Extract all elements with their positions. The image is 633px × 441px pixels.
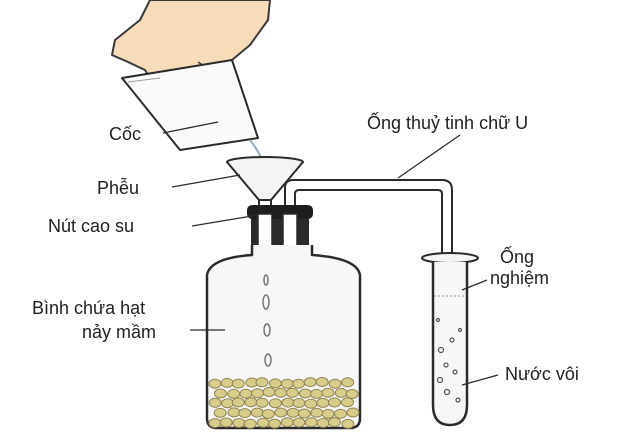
seed [310,388,323,399]
seed [286,407,300,418]
beaker-shape [121,59,263,161]
seed [304,398,318,409]
seed [208,378,222,389]
seed [303,377,317,388]
label-coc: Cốc [109,124,142,144]
seed [268,378,282,389]
seed [251,388,264,399]
seed [238,408,252,419]
seed [316,418,330,428]
seed [232,418,246,428]
seed [328,378,342,389]
funnel-shape [226,156,304,291]
seed [328,397,341,408]
seed [274,407,288,418]
test-tube-shape [421,252,479,427]
seed [321,387,335,398]
label-nut-cao-su: Nút cao su [48,216,135,236]
label-binh-line1: Bình chứa hạt [32,298,146,318]
seed [255,397,269,408]
seed [327,417,341,428]
seed [334,408,347,419]
seed [341,397,354,408]
seed [346,407,360,418]
bottle-shape [205,245,362,430]
seed [239,388,253,399]
seed [292,398,306,408]
leader-ong-nghiem [461,279,488,291]
seed [261,409,275,419]
seed [262,387,276,397]
seed [244,397,258,408]
label-ong-nghiem-line2: nghiệm [490,268,550,288]
label-nuoc-voi: Nước vôi [505,364,579,384]
seed [292,378,305,389]
seed [334,387,348,398]
seed [280,417,294,428]
seed [298,388,312,399]
seed [297,408,311,419]
seed [250,407,264,418]
seed [274,387,288,398]
seed [341,418,355,429]
label-ong-thuy-tinh-chu-u: Ống thuỷ tinh chữ U [367,113,529,133]
leader-ong-thuy-tinh [397,134,461,179]
leader-nuoc-voi [461,374,499,386]
label-pheu: Phễu [97,178,140,198]
leader-pheu [171,174,241,188]
seed [315,377,329,387]
seed [220,377,234,388]
germinating-seeds [208,377,360,429]
seed [243,418,257,429]
seed [321,408,335,419]
seed [213,407,227,418]
seed [292,417,306,428]
seed [208,418,222,429]
seed [285,387,299,398]
label-binh-line2: nảy mầm [82,322,157,342]
leader-nut-cao-su [191,214,259,227]
seed [255,377,269,388]
seed [341,377,355,388]
seed [208,397,222,408]
leader-coc [162,121,219,134]
seed [227,407,241,418]
seed [316,397,330,408]
seed [280,378,294,389]
seed [281,397,295,408]
seed [219,417,233,428]
seed [304,417,318,428]
seed [345,389,359,399]
label-ong-nghiem-line1: Ống [500,247,535,267]
seed [231,397,245,408]
rubber-stopper-shape [247,205,313,249]
seed [231,378,245,389]
seed [221,398,234,409]
seed [214,388,227,399]
seed [256,417,270,428]
seed [268,398,282,409]
seed [227,388,241,399]
seed [310,407,324,418]
leader-lines [162,121,499,386]
seed [268,418,282,429]
